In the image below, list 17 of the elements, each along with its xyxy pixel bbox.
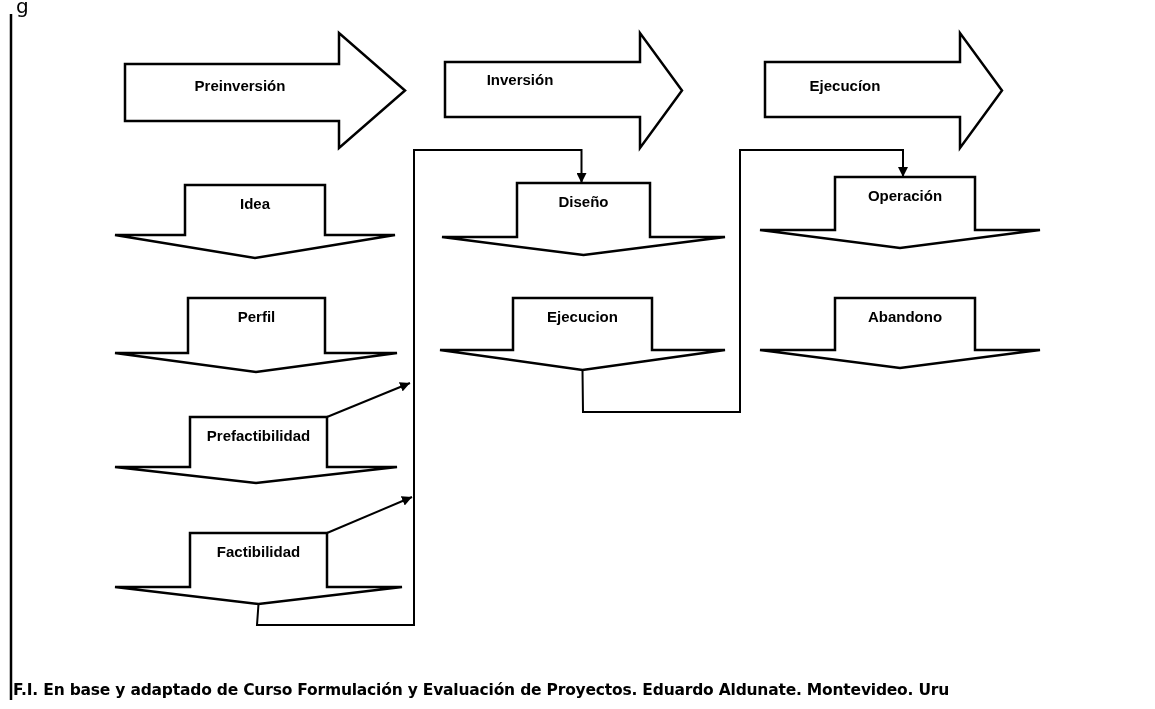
cut-off-text: g (16, 0, 29, 17)
stage-label: Operación (866, 187, 944, 205)
stage-label: Perfil (236, 308, 277, 326)
stage-label: Idea (239, 195, 271, 213)
stage-label: Preinversión (193, 77, 287, 95)
stage-label: Factibilidad (215, 543, 302, 561)
connector-arrow (581, 149, 908, 413)
stage-label: Abandono (866, 308, 944, 326)
connector-arrow (326, 382, 411, 418)
stage-label: Ejecucíon (808, 77, 882, 95)
stage-label: Inversión (485, 71, 555, 89)
stage-label: Ejecucion (546, 308, 619, 326)
source-caption: F.I. En base y adaptado de Curso Formulación y Evaluación de Proyectos. Eduardo Aldunate. Montevideo. Uru (13, 681, 950, 699)
stage-label: Prefactibilidad (205, 427, 312, 445)
connector-arrow (326, 496, 413, 534)
stage-label: Diseño (557, 193, 610, 211)
connector-arrow (255, 149, 587, 626)
